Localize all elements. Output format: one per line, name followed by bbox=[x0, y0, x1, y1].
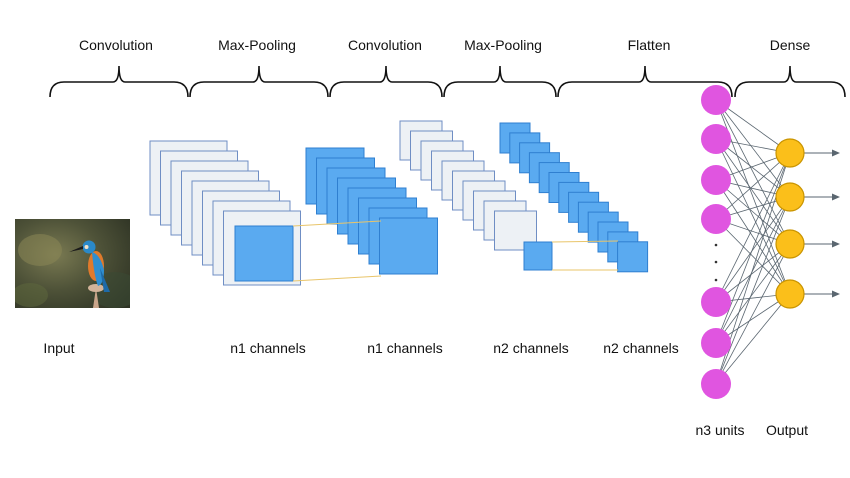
dense-to-output-edge bbox=[715, 196, 791, 303]
dense-to-output-edge bbox=[715, 243, 791, 344]
brace-pool2 bbox=[443, 65, 557, 98]
conv1-receptive-field bbox=[234, 225, 294, 282]
dense-to-output-edge bbox=[715, 243, 791, 303]
feature-maps bbox=[149, 120, 649, 286]
output-arrowhead bbox=[832, 240, 840, 248]
output-label: Output bbox=[765, 422, 809, 438]
dense-to-output-edge bbox=[715, 243, 791, 385]
dense-to-output-edge bbox=[715, 99, 791, 198]
dense-node bbox=[701, 287, 731, 317]
conv1-channels-label: n1 channels bbox=[230, 340, 306, 356]
stage-braces bbox=[49, 65, 846, 98]
brace-conv1 bbox=[49, 65, 189, 98]
projection-line bbox=[292, 275, 382, 282]
dense-node bbox=[701, 369, 731, 399]
ellipsis-dot bbox=[714, 243, 718, 247]
projection-line bbox=[292, 220, 382, 227]
dense-to-output-edge bbox=[715, 293, 791, 385]
dense-to-output-edge bbox=[715, 218, 791, 295]
pool2-feature-map bbox=[617, 241, 649, 273]
output-node bbox=[775, 138, 805, 168]
brace-flatten bbox=[557, 65, 733, 98]
dense-to-output-edge bbox=[715, 152, 791, 220]
stage-label-flatten: Flatten bbox=[627, 37, 671, 53]
projection-lines bbox=[292, 220, 619, 282]
dense-node bbox=[701, 85, 731, 115]
stage-label-max-pooling-2: Max-Pooling bbox=[464, 37, 542, 53]
output-node bbox=[775, 182, 805, 212]
ellipsis-dot bbox=[714, 260, 718, 264]
dense-node bbox=[701, 204, 731, 234]
dense-to-output-edge bbox=[715, 138, 791, 245]
dense-node bbox=[701, 124, 731, 154]
stage-label-dense: Dense bbox=[769, 37, 811, 53]
dense-to-output-edge bbox=[715, 179, 791, 295]
stage-label-max-pooling-1: Max-Pooling bbox=[218, 37, 296, 53]
dense-to-output-edge bbox=[715, 196, 791, 344]
output-node bbox=[775, 279, 805, 309]
input-image bbox=[15, 219, 130, 308]
dense-node bbox=[701, 165, 731, 195]
brace-conv2 bbox=[329, 65, 443, 98]
brace-pool1 bbox=[189, 65, 329, 98]
input-label: Input bbox=[43, 340, 75, 356]
output-arrowhead bbox=[832, 149, 840, 157]
dense-units-label: n3 units bbox=[695, 422, 745, 438]
output-node bbox=[775, 229, 805, 259]
conv2-receptive-field bbox=[523, 241, 553, 271]
pool1-channels-label: n1 channels bbox=[367, 340, 443, 356]
dense-node bbox=[701, 328, 731, 358]
dense-to-output-edge bbox=[715, 138, 791, 198]
stage-label-convolution-2: Convolution bbox=[348, 37, 422, 53]
dense-to-output-edge bbox=[715, 152, 791, 344]
output-arrowhead bbox=[832, 290, 840, 298]
dense-to-output-edge bbox=[715, 179, 791, 245]
conv2-channels-label: n2 channels bbox=[493, 340, 569, 356]
pool2-channels-label: n2 channels bbox=[603, 340, 679, 356]
stage-label-convolution-1: Convolution bbox=[79, 37, 153, 53]
dense-to-output-edge bbox=[715, 99, 791, 154]
dense-to-output-edge bbox=[715, 152, 791, 303]
output-arrowhead bbox=[832, 193, 840, 201]
brace-dense bbox=[734, 65, 846, 98]
projection-line bbox=[551, 240, 619, 243]
dense-to-output-edge bbox=[715, 196, 791, 385]
dense-to-output-edge bbox=[715, 99, 791, 245]
ellipsis-dot bbox=[714, 278, 718, 282]
dense-nodes bbox=[701, 85, 805, 399]
pool1-feature-map bbox=[379, 217, 438, 275]
